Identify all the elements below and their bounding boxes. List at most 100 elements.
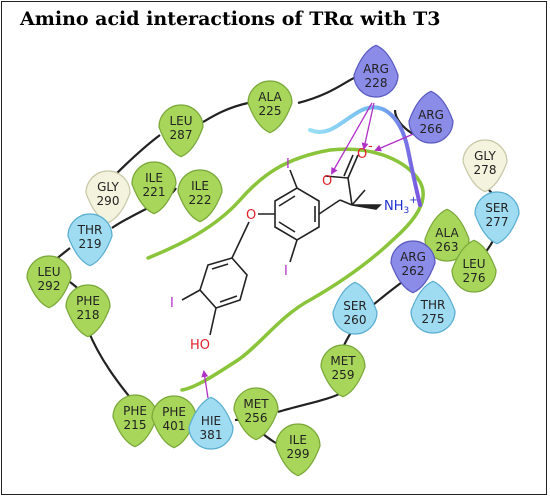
residue-shape: [247, 80, 293, 134]
residue-shape: [131, 161, 177, 215]
residue-number: 276: [463, 271, 486, 285]
hbond-arg266-o: [374, 131, 419, 152]
iodine-label-top: I: [286, 157, 290, 172]
residue-name: ARG: [363, 62, 389, 76]
residue-name: HIE: [201, 414, 221, 428]
residue-number: 292: [38, 279, 61, 293]
residue-shape: [67, 213, 113, 267]
backbone-segment: [372, 279, 406, 306]
residue-name: PHE: [162, 405, 186, 419]
iodine-label-outer: I: [170, 296, 174, 311]
residue-name: THR: [77, 223, 103, 237]
residue-name: ILE: [191, 179, 209, 193]
amine-subscript: 3: [404, 206, 410, 216]
residue-shape: [408, 90, 454, 144]
residue-number: 287: [170, 128, 193, 142]
residue-shape: [451, 239, 497, 293]
residue-number: 221: [143, 185, 166, 199]
residue-number: 275: [422, 312, 445, 326]
residue-shape: [275, 423, 321, 477]
residue-shape: [320, 344, 366, 398]
interaction-arrows: [201, 102, 419, 399]
residue-shape: [65, 284, 111, 338]
residue-name: ALA: [258, 90, 282, 104]
residue-name: ARG: [418, 108, 444, 122]
residue-shape: [353, 44, 399, 98]
residue-name: ALA: [435, 226, 459, 240]
amine-charge: +: [409, 195, 417, 206]
residue-shape: [332, 281, 378, 335]
backbone-segment: [297, 76, 355, 105]
hydroxyl-label: HO: [190, 338, 210, 353]
residue-name: PHE: [123, 404, 147, 418]
carboxylate-charge: -: [368, 139, 373, 154]
hbond-hie381-oh: [201, 370, 209, 399]
residue-shape: [390, 240, 436, 294]
iodine-label-bottom: I: [284, 264, 288, 279]
residue-number: 290: [97, 194, 120, 208]
residue-name: MET: [330, 354, 356, 368]
residue-number: 219: [79, 237, 102, 251]
residue-name: ARG: [400, 250, 426, 264]
residue-number: 401: [163, 419, 186, 433]
residue-number: 277: [486, 215, 509, 229]
residue-shape: [188, 396, 234, 450]
residue-shape: [474, 191, 520, 245]
residue-number: 262: [402, 264, 425, 278]
residue-name: SER: [485, 201, 509, 215]
residue-shape: [233, 387, 279, 441]
residue-name: ILE: [289, 433, 307, 447]
backbone-segment: [277, 391, 344, 414]
residue-name: LEU: [169, 114, 192, 128]
amine-label: NH3+: [384, 195, 418, 216]
binding-pocket: [146, 105, 425, 392]
residue-name: ILE: [145, 171, 163, 185]
backbone-segment: [86, 329, 133, 401]
residue-shape: [410, 280, 456, 334]
residue-number: 381: [200, 428, 223, 442]
residue-name: SER: [343, 299, 367, 313]
residue-shape: [462, 139, 508, 193]
residue-number: 263: [436, 240, 459, 254]
hbond-arg228-o2: [361, 102, 375, 150]
ether-oxygen-label: O: [246, 208, 256, 223]
residue-shape: [177, 169, 223, 223]
residue-shape: [26, 255, 72, 309]
residue-number: 218: [77, 308, 100, 322]
carboxyl-oxygen-label: O: [322, 174, 332, 189]
residue-number: 259: [332, 368, 355, 382]
residue-number: 222: [189, 193, 212, 207]
hbond-arg228-o1: [331, 102, 373, 175]
backbone-segment: [202, 101, 249, 123]
residue-name: MET: [243, 397, 269, 411]
carboxylate-oxygen-label: O: [357, 147, 367, 162]
residue-number: 266: [420, 122, 443, 136]
residue-shape: [158, 104, 204, 158]
residue-number: 299: [287, 447, 310, 461]
residue-shape: [424, 208, 470, 262]
residue-name: THR: [420, 298, 446, 312]
